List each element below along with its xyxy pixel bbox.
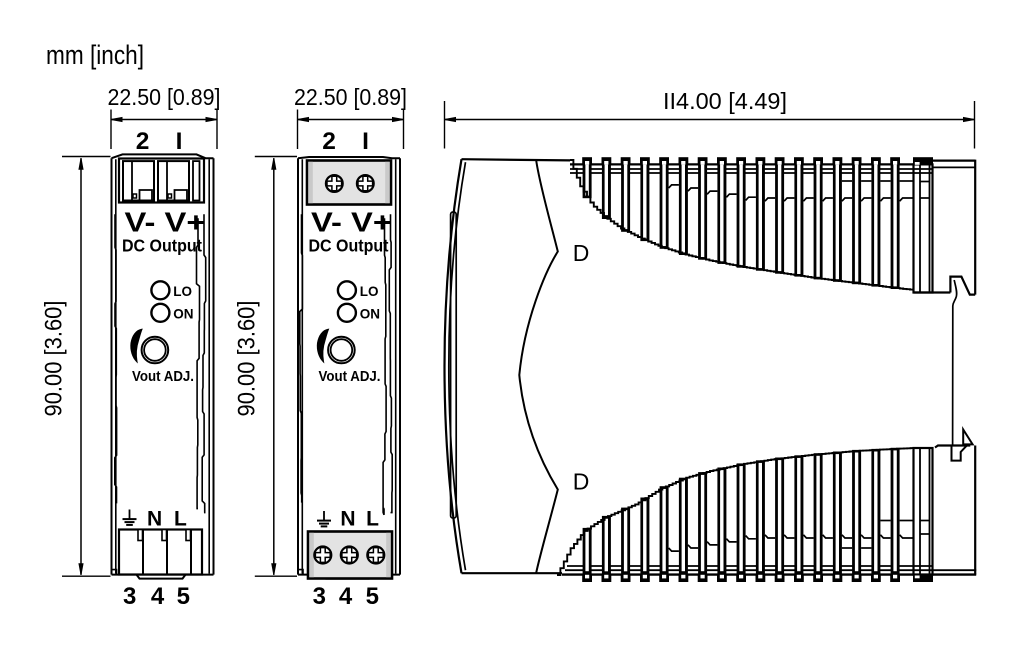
- svg-text:V- V+: V- V+: [125, 207, 206, 238]
- svg-text:DC Output: DC Output: [309, 236, 389, 256]
- svg-text:L: L: [174, 508, 187, 531]
- svg-text:2: 2: [136, 128, 150, 155]
- svg-text:Vout ADJ.: Vout ADJ.: [319, 369, 381, 385]
- svg-text:5: 5: [177, 583, 190, 610]
- svg-text:I: I: [176, 128, 183, 155]
- svg-text:ON: ON: [360, 306, 380, 321]
- svg-text:D: D: [573, 240, 590, 266]
- svg-text:II4.00 [4.49]: II4.00 [4.49]: [663, 88, 787, 114]
- svg-text:4: 4: [339, 583, 353, 610]
- svg-text:LO: LO: [173, 284, 192, 299]
- svg-text:I: I: [362, 128, 369, 155]
- svg-text:L: L: [366, 508, 379, 531]
- svg-text:ON: ON: [173, 306, 193, 321]
- svg-text:22.50 [0.89]: 22.50 [0.89]: [294, 84, 407, 110]
- svg-text:90.00 [3.60]: 90.00 [3.60]: [234, 301, 261, 417]
- svg-text:Vout ADJ.: Vout ADJ.: [132, 369, 194, 385]
- svg-text:LO: LO: [360, 284, 379, 299]
- svg-text:N: N: [147, 508, 162, 531]
- svg-text:V- V+: V- V+: [311, 207, 392, 238]
- svg-text:2: 2: [322, 128, 336, 155]
- svg-text:D: D: [573, 469, 590, 495]
- svg-text:22.50 [0.89]: 22.50 [0.89]: [108, 84, 221, 110]
- svg-text:N: N: [340, 508, 355, 531]
- svg-text:3: 3: [123, 583, 136, 610]
- svg-text:4: 4: [151, 583, 165, 610]
- svg-text:3: 3: [313, 583, 326, 610]
- svg-text:DC Output: DC Output: [122, 236, 202, 256]
- svg-text:5: 5: [366, 583, 379, 610]
- svg-text:90.00 [3.60]: 90.00 [3.60]: [41, 301, 68, 417]
- svg-text:mm [inch]: mm [inch]: [46, 40, 144, 70]
